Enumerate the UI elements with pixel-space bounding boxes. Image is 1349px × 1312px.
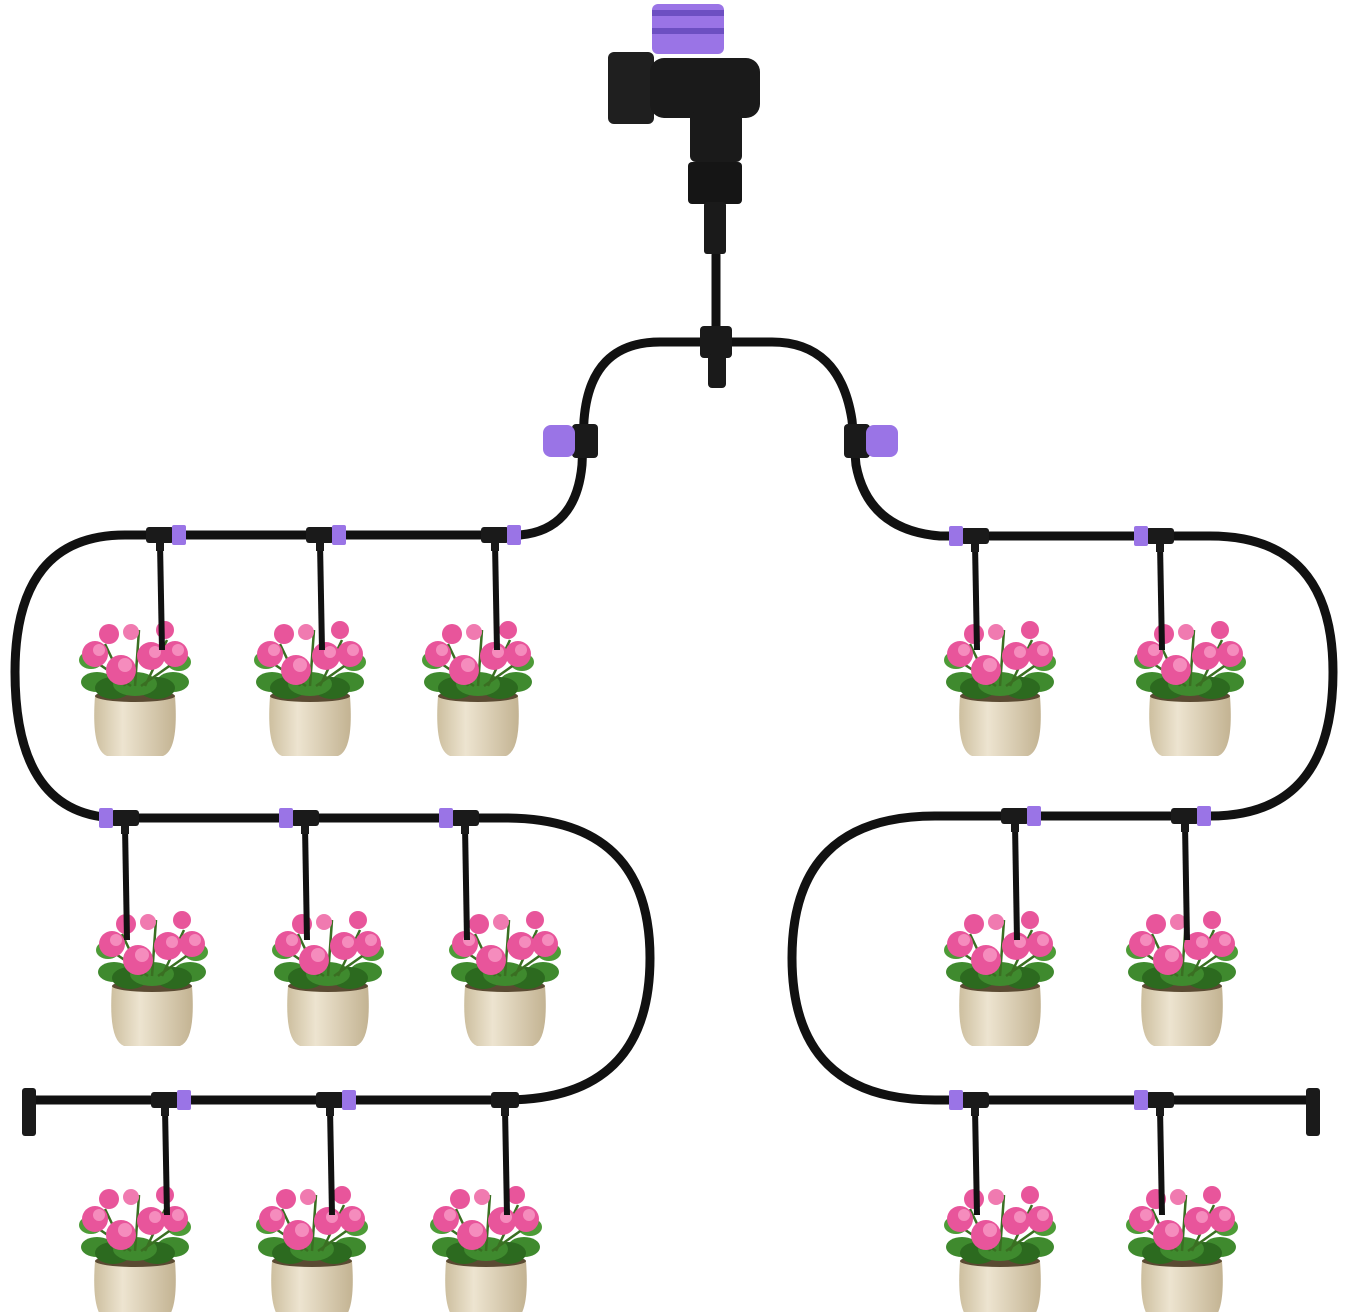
drip-stake-icon bbox=[1157, 543, 1165, 651]
tee-connector-icon bbox=[279, 808, 319, 834]
drip-stake-icon bbox=[1157, 1107, 1165, 1216]
flow-control-valve-icon bbox=[844, 424, 898, 458]
drip-stake-icon bbox=[972, 1107, 980, 1216]
drip-stake-icon bbox=[502, 1107, 510, 1216]
tee-connector-icon bbox=[949, 526, 989, 552]
tee-connector-icon bbox=[481, 525, 521, 551]
potted-geranium-icon bbox=[428, 1184, 544, 1312]
potted-geranium-icon bbox=[942, 909, 1058, 1048]
drip-stake-icon bbox=[162, 1107, 170, 1216]
plant-station bbox=[1124, 1090, 1240, 1312]
plant-station bbox=[1124, 806, 1240, 1048]
plant-station bbox=[254, 1090, 370, 1312]
plant-station bbox=[942, 1090, 1058, 1312]
drip-stake-icon bbox=[1012, 823, 1020, 941]
tee-connector-icon bbox=[1134, 526, 1174, 552]
tee-connector-icon bbox=[439, 808, 479, 834]
plant-station bbox=[942, 526, 1058, 758]
plant-station bbox=[94, 808, 210, 1048]
potted-geranium-icon bbox=[420, 619, 536, 758]
plant-station bbox=[252, 525, 368, 758]
potted-geranium-icon bbox=[1132, 619, 1248, 758]
potted-geranium-icon bbox=[1124, 909, 1240, 1048]
drip-stake-icon bbox=[157, 542, 165, 651]
drip-stake-icon bbox=[1182, 823, 1190, 941]
tee-connector-icon bbox=[151, 1090, 191, 1116]
potted-geranium-icon bbox=[1124, 1184, 1240, 1312]
drip-stake-icon bbox=[317, 542, 325, 651]
potted-geranium-icon bbox=[77, 619, 193, 758]
potted-geranium-icon bbox=[252, 619, 368, 758]
faucet-adapter-icon bbox=[608, 4, 760, 254]
flow-control-valve-icon bbox=[543, 424, 598, 458]
plant-stations bbox=[77, 525, 1248, 1312]
drip-stake-icon bbox=[972, 543, 980, 651]
tee-connector-icon bbox=[1171, 806, 1211, 832]
potted-geranium-icon bbox=[254, 1184, 370, 1312]
tee-connector-icon bbox=[1001, 806, 1041, 832]
drip-stake-icon bbox=[327, 1107, 335, 1216]
plant-station bbox=[420, 525, 536, 758]
tee-connector-icon bbox=[491, 1092, 519, 1116]
potted-geranium-icon bbox=[942, 1184, 1058, 1312]
plant-station bbox=[942, 806, 1058, 1048]
tubing bbox=[10, 250, 1338, 1105]
potted-geranium-icon bbox=[77, 1184, 193, 1312]
tee-connector-icon bbox=[1134, 1090, 1174, 1116]
plant-station bbox=[439, 808, 563, 1048]
tee-connector-icon bbox=[316, 1090, 356, 1116]
tee-connector-icon bbox=[99, 808, 139, 834]
plant-station bbox=[1132, 526, 1248, 758]
plant-station bbox=[77, 1090, 193, 1312]
tee-connector-icon bbox=[306, 525, 346, 551]
tee-connector-icon bbox=[700, 326, 732, 388]
potted-geranium-icon bbox=[94, 909, 210, 1048]
plant-station bbox=[77, 525, 193, 758]
plant-station bbox=[428, 1092, 544, 1312]
tee-connector-icon bbox=[146, 525, 186, 551]
drip-stake-icon bbox=[302, 825, 310, 941]
potted-geranium-icon bbox=[942, 619, 1058, 758]
end-plug-icon bbox=[1306, 1088, 1320, 1136]
drip-stake-icon bbox=[492, 542, 500, 651]
plant-station bbox=[270, 808, 386, 1048]
tee-connector-icon bbox=[949, 1090, 989, 1116]
drip-stake-icon bbox=[122, 825, 130, 941]
end-plug-icon bbox=[22, 1088, 36, 1136]
drip-stake-icon bbox=[462, 825, 470, 941]
potted-geranium-icon bbox=[270, 909, 386, 1048]
